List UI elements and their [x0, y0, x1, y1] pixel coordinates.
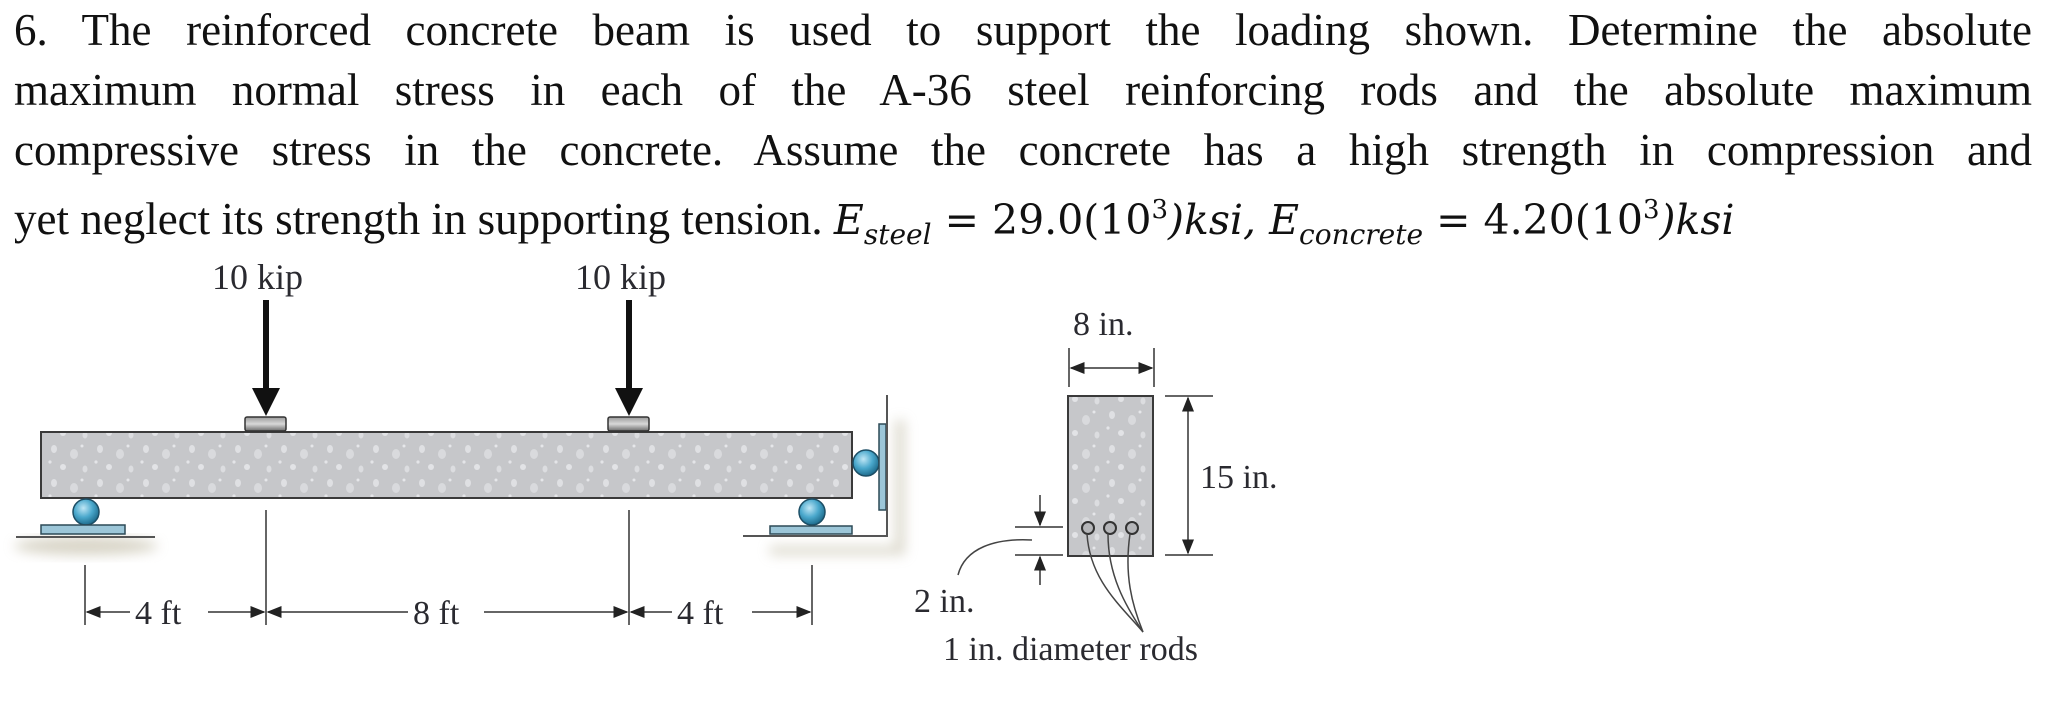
section-width-label: 8 in. [1073, 306, 1133, 343]
modulus-steel: Esteel = 29.0(103)ksi, [833, 195, 1257, 251]
cover-dimension [957, 495, 1063, 585]
roller-icon [798, 498, 826, 526]
rods-label: 1 in. diameter rods [943, 631, 1198, 668]
rod-icon [1125, 521, 1139, 535]
problem-line-1: 6. The reinforced concrete beam is used … [14, 5, 2032, 55]
cover-label: 2 in. [914, 583, 974, 620]
side-roller-icon [852, 449, 880, 477]
ground-shadow-left [14, 537, 158, 555]
right-roller-support [743, 395, 888, 537]
concrete-beam [40, 431, 853, 499]
span-dimensions [84, 510, 813, 625]
rod-icon [1081, 521, 1095, 535]
wall-ground-line [743, 395, 888, 537]
section-height-label: 15 in. [1200, 459, 1277, 496]
modulus-concrete: Econcrete = 4.20(103)ksi [1269, 195, 1735, 251]
problem-line-2: maximum normal stress in each of the A-3… [14, 65, 2032, 115]
bearing-plate-1 [244, 416, 287, 432]
left-roller-support [16, 498, 155, 538]
problem-line-4-text: yet neglect its strength in supporting t… [14, 194, 823, 244]
rod-icon [1103, 521, 1117, 535]
problem-statement: 6. The reinforced concrete beam is used … [14, 0, 2032, 251]
span-2-label: 8 ft [413, 595, 460, 632]
problem-line-3: compressive stress in the concrete. Assu… [14, 125, 2032, 175]
down-arrow-icon [615, 388, 643, 416]
width-dimension [1068, 348, 1155, 387]
point-load-1: 10 kip [212, 257, 303, 432]
support-plate [40, 524, 126, 535]
wall-plate [878, 423, 887, 511]
load-1-label: 10 kip [212, 257, 303, 297]
span-3-label: 4 ft [677, 595, 724, 632]
roller-icon [72, 498, 100, 526]
problem-line-4: yet neglect its strength in supporting t… [14, 180, 2032, 251]
support-plate [769, 525, 853, 535]
point-load-2: 10 kip [575, 257, 666, 432]
beam-cross-section: 8 in. 15 in. 2 in. 1 in. diameter rods [914, 306, 1277, 668]
down-arrow-icon [252, 388, 280, 416]
load-2-label: 10 kip [575, 257, 666, 297]
span-1-label: 4 ft [135, 595, 182, 632]
bearing-plate-2 [607, 416, 650, 432]
height-dimension [1165, 395, 1213, 556]
